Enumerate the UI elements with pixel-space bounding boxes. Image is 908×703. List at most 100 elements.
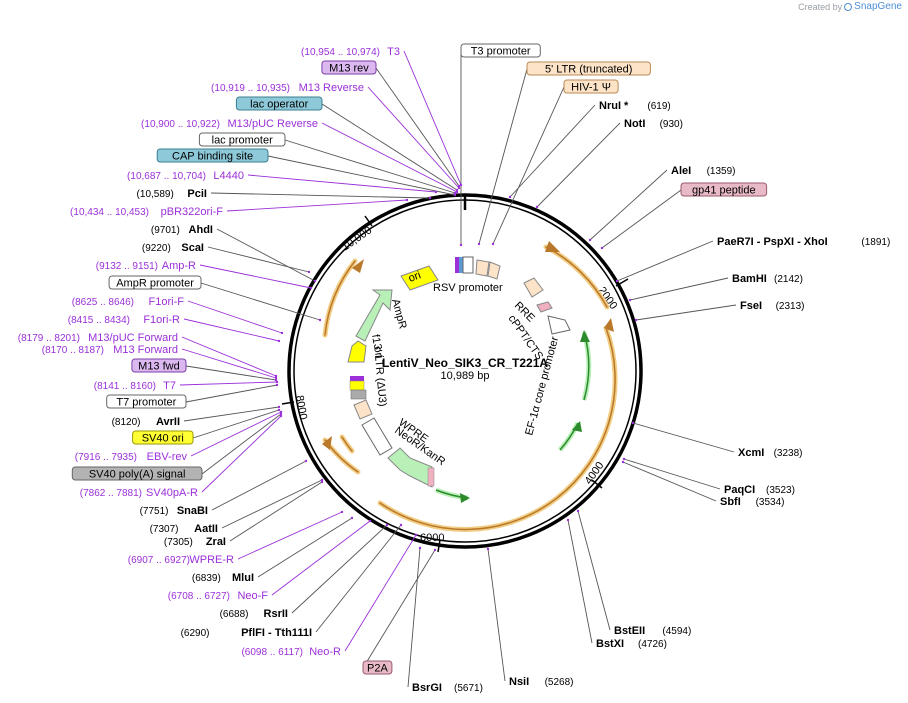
site-coord-pflfi-tth111i: (6290): [181, 628, 210, 639]
site-marker: [414, 533, 418, 537]
site-ebv-rev[interactable]: EBV-rev(7916 .. 7935): [75, 451, 188, 463]
site-coord-mlui: (6839): [192, 573, 221, 584]
site-marker: [588, 238, 592, 242]
site-sv40pa-r[interactable]: SV40pA-R(7862 .. 7881): [80, 487, 198, 499]
m13-rev-feature: [455, 257, 459, 273]
site-marker: [405, 198, 409, 202]
site-sv40-ori[interactable]: SV40 ori: [132, 430, 194, 445]
site-m13-puc-reverse[interactable]: M13/pUC Reverse(10,900 .. 10,922): [141, 118, 318, 130]
site-xcmi[interactable]: XcmI(3238): [738, 447, 803, 459]
site-lac-promoter[interactable]: lac promoter: [198, 132, 286, 147]
callout-line-l4440: [247, 174, 437, 193]
site-label-m13-fwd: M13 fwd: [138, 361, 180, 373]
site-box-m13-fwd: [131, 358, 187, 373]
site-neo-r[interactable]: Neo-R(6098 .. 6117): [241, 646, 341, 658]
site-5-ltr-truncated[interactable]: 5' LTR (truncated): [526, 61, 651, 76]
callout-line-rsrii: [291, 524, 388, 614]
callout-line-neo-f: [271, 520, 371, 596]
site-box-lac-operator: [235, 96, 323, 111]
site-zrai[interactable]: ZraI(7305): [164, 536, 226, 548]
site-bamhi[interactable]: BamHI(2142): [732, 273, 803, 285]
site-coord-m13-puc-forward: (8179 .. 8201): [18, 333, 80, 344]
callout-line-sv40-ori: [192, 409, 280, 439]
site-alei[interactable]: AleI(1359): [671, 165, 736, 177]
site-gp41-peptide[interactable]: gp41 peptide: [680, 182, 768, 197]
site-nrui[interactable]: NruI *(619): [599, 100, 671, 112]
site-ahdi[interactable]: AhdI(9701): [151, 224, 213, 236]
m13-fwd-feature: [350, 376, 364, 381]
callout-line-m13-rev: [375, 67, 460, 187]
tick-label-6000: 6000: [420, 532, 444, 544]
site-snabi[interactable]: SnaBI(7751): [140, 505, 208, 517]
green-arc-2-line: [559, 422, 579, 451]
site-hiv-1[interactable]: HIV-1 Ψ: [563, 79, 619, 94]
site-m13-reverse[interactable]: M13 Reverse(10,919 .. 10,935): [211, 82, 364, 94]
site-f1ori-r[interactable]: F1ori-R(8415 .. 8434): [68, 314, 180, 326]
site-noti[interactable]: NotI(930): [624, 118, 683, 130]
site-neo-f[interactable]: Neo-F(6708 .. 6727): [168, 590, 269, 602]
site-coord-f1ori-f: (8625 .. 8646): [72, 297, 134, 308]
site-bsrgi[interactable]: BsrGI(5671): [412, 682, 483, 694]
site-label-bsteii: BstEII: [614, 625, 645, 637]
site-wpre-r[interactable]: WPRE-R(6907 .. 6927): [128, 554, 234, 566]
site-paer7i-pspxi-xhoi[interactable]: PaeR7I - PspXI - XhoI(1891): [717, 236, 890, 248]
site-box-ampr-promoter: [108, 275, 202, 290]
site-coord-f1ori-r: (8415 .. 8434): [68, 315, 130, 326]
site-coord-amp-r: (9132 .. 9151): [96, 261, 158, 272]
callout-line-wpre-r: [237, 511, 343, 560]
site-l4440[interactable]: L4440(10,687 .. 10,704): [127, 170, 244, 182]
site-f1ori-f[interactable]: F1ori-F(8625 .. 8646): [72, 296, 185, 308]
site-scai[interactable]: ScaI(9220): [142, 242, 204, 254]
site-mlui[interactable]: MluI(6839): [192, 572, 254, 584]
site-pcii[interactable]: PciI(10,589): [137, 188, 207, 200]
backbone: [287, 193, 643, 549]
site-coord-scai: (9220): [142, 243, 171, 254]
site-paqci[interactable]: PaqCI(3523): [724, 484, 795, 496]
site-marker: [508, 195, 512, 199]
site-sv40-poly-a-signal[interactable]: SV40 poly(A) signal: [71, 466, 203, 481]
green-arcs: [435, 330, 592, 503]
site-coord-neo-f: (6708 .. 6727): [168, 591, 230, 602]
site-amp-r[interactable]: Amp-R(9132 .. 9151): [96, 260, 196, 272]
site-pbr322ori-f[interactable]: pBR322ori-F(10,434 .. 10,453): [70, 206, 223, 218]
site-nsii[interactable]: NsiI(5268): [509, 676, 574, 688]
site-marker: [600, 246, 604, 250]
site-m13-fwd[interactable]: M13 fwd: [131, 358, 187, 373]
site-ampr-promoter[interactable]: AmpR promoter: [108, 275, 202, 290]
plasmid-name: LentiV_Neo_SIK3_CR_T221A: [382, 356, 548, 370]
site-avrii[interactable]: AvrII(8120): [112, 416, 180, 428]
site-m13-rev[interactable]: M13 rev: [321, 60, 377, 75]
site-p2a[interactable]: P2A: [362, 660, 393, 675]
site-label-t7-promoter: T7 promoter: [116, 397, 176, 409]
green-arrow-1: [580, 330, 590, 342]
site-marker: [280, 331, 284, 335]
site-cap-binding-site[interactable]: CAP binding site: [156, 148, 269, 163]
site-t3-promoter[interactable]: T3 promoter: [460, 43, 541, 58]
site-pflfi-tth111i[interactable]: PflFI - Tth111I(6290): [181, 627, 312, 639]
site-box-m13-rev: [321, 60, 377, 75]
site-m13-puc-forward[interactable]: M13/pUC Forward(8179 .. 8201): [18, 332, 178, 344]
site-coord-snabi: (7751): [140, 506, 169, 517]
site-sbfi[interactable]: SbfI(3534): [720, 496, 785, 508]
site-m13-forward[interactable]: M13 Forward(8170 .. 8187): [42, 344, 178, 356]
site-fsei[interactable]: FseI(2313): [740, 300, 805, 312]
lac-operator-feature: [459, 257, 463, 273]
orf-arrow-2: [604, 318, 614, 332]
site-label-5-ltr-truncated: 5' LTR (truncated): [545, 64, 632, 76]
site-marker: [385, 523, 389, 527]
site-rsrii[interactable]: RsrII(6688): [220, 608, 288, 620]
site-bstxi[interactable]: BstXI(4726): [596, 638, 667, 650]
callout-line-nrui: [509, 104, 596, 198]
site-bsteii[interactable]: BstEII(4594): [614, 625, 691, 637]
green-arrow-2: [572, 421, 582, 432]
site-aatii[interactable]: AatII(7307): [150, 523, 218, 535]
site-box-sv40-ori: [132, 430, 194, 445]
site-lac-operator[interactable]: lac operator: [235, 96, 323, 111]
site-t7-promoter[interactable]: T7 promoter: [106, 394, 187, 409]
callout-line-bamhi: [629, 277, 729, 301]
site-coord-avrii: (8120): [112, 417, 141, 428]
site-t3[interactable]: T3(10,954 .. 10,974): [301, 46, 400, 58]
site-t7[interactable]: T7(8141 .. 8160): [94, 380, 176, 392]
callout-line-paer7i-pspxi-xhoi: [616, 240, 714, 282]
rsv-promoter-label: RSV promoter: [433, 282, 503, 294]
